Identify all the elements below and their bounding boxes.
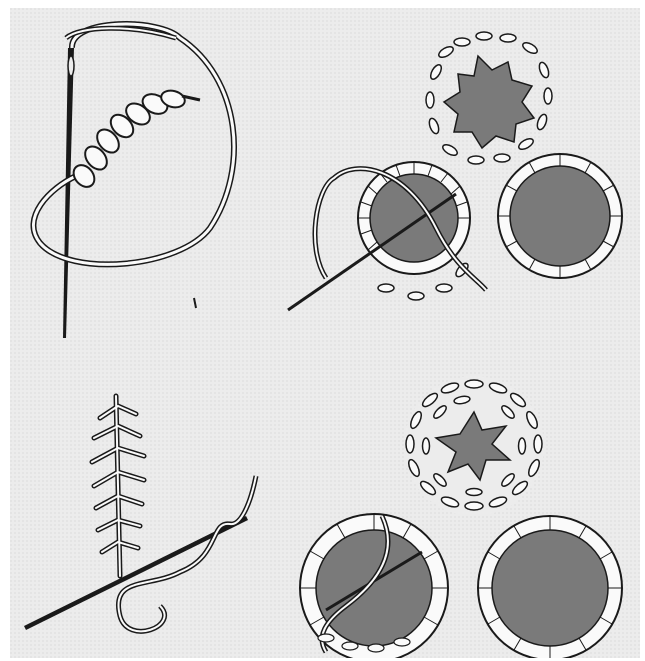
feather-stitch-with-needle-icon: [10, 376, 286, 658]
chain-stitch-with-needle-icon: [10, 8, 286, 376]
satin-stitch-dots-icon: [286, 8, 640, 376]
buttonhole-dot-panel: [286, 376, 640, 658]
feather-stitch-panel: [10, 376, 286, 658]
buttonhole-stitch-dots-icon: [286, 376, 640, 658]
chain-stitch-panel: [10, 8, 286, 376]
satin-dot-panel: [286, 8, 640, 376]
